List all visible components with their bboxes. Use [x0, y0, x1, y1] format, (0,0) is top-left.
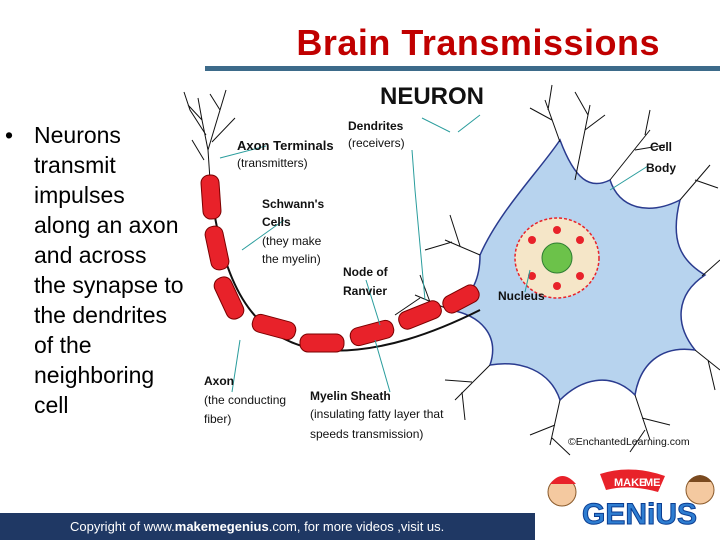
label-dendrites: Dendrites [348, 119, 404, 133]
logo-genius: GENiUS [582, 498, 697, 531]
bullet-marker: • [5, 122, 14, 148]
label-axon-sub-2: fiber) [204, 412, 231, 426]
neuron-diagram: NEURON Axon Terminals (transmitters) Den… [183, 83, 720, 456]
label-node-2: Ranvier [343, 284, 387, 298]
label-dendrites-sub: (receivers) [348, 136, 405, 150]
myelin-sheath [200, 174, 480, 353]
label-nucleus: Nucleus [498, 289, 545, 303]
logo-make: MAKE [614, 477, 646, 489]
axon-terminal-tree [183, 89, 236, 181]
credit-text: ©EnchantedLearning.com [568, 436, 690, 448]
label-cell-body-2: Body [646, 161, 676, 175]
label-axon: Axon [204, 374, 234, 388]
label-schwann-4: the myelin) [262, 252, 321, 266]
logo-me: ME [644, 477, 661, 489]
footer-suffix: .com, for more videos ,visit us. [268, 519, 445, 534]
bullet-text: Neurons transmit impulses along an axon … [34, 122, 184, 418]
nucleus [514, 217, 600, 299]
label-axon-terminals-sub: (transmitters) [237, 156, 308, 170]
label-myelin-1: Myelin Sheath [310, 389, 391, 403]
neuron-heading: NEURON [380, 83, 484, 110]
makemegenius-logo: MAKE ME GENiUS [547, 469, 715, 532]
footer-bar: Copyright of www.makemegenius.com, for m… [0, 513, 535, 540]
leader-lines [219, 114, 649, 393]
label-myelin-3: speeds transmission) [310, 427, 423, 441]
label-schwann-3: (they make [262, 234, 322, 248]
label-axon-terminals: Axon Terminals [237, 138, 334, 153]
footer-prefix: Copyright of www. [70, 519, 175, 534]
label-node-1: Node of [343, 265, 389, 279]
diagram-labels: NEURON Axon Terminals (transmitters) Den… [204, 83, 690, 448]
footer-copyright: Copyright of www.makemegenius.com, for m… [70, 513, 444, 540]
label-schwann-1: Schwann's [262, 197, 325, 211]
label-axon-sub-1: (the conducting [204, 393, 286, 407]
label-cell-body-1: Cell [650, 140, 672, 154]
slide-title: Brain Transmissions [296, 22, 660, 63]
footer-brand: makemegenius [174, 519, 269, 534]
label-schwann-2: Cells [262, 215, 291, 229]
title-underline [205, 66, 720, 71]
label-myelin-2: (insulating fatty layer that [310, 407, 444, 421]
